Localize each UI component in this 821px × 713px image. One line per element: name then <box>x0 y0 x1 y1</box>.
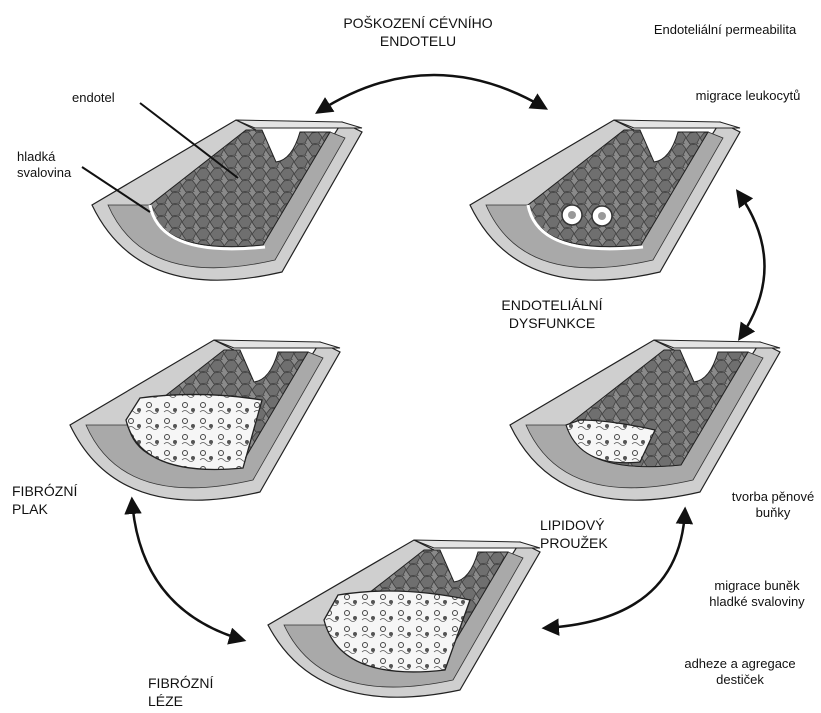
arrow-top <box>318 75 545 112</box>
label-endothelial-dysfunction: ENDOTELIÁLNÍ DYSFUNKCE <box>492 296 612 332</box>
arrow-left <box>132 500 243 640</box>
label-fibrous-plaque: FIBRÓZNÍ PLAK <box>12 482 77 518</box>
vessel-fibrous-plaque <box>70 340 340 500</box>
label-foam-cell-formation: tvorba pěnové buňky <box>728 489 818 521</box>
vessel-fatty-streak <box>510 340 780 500</box>
vessel-fibrous-lesion <box>268 540 540 697</box>
label-platelet-adhesion: adheze a agregace destiček <box>665 656 815 688</box>
label-smooth-muscle: hladká svalovina <box>17 149 71 181</box>
arrow-right-upper <box>738 192 765 338</box>
vessel-leukocyte-migration <box>470 120 740 280</box>
label-fatty-streak: LIPIDOVÝ PROUŽEK <box>540 516 608 552</box>
label-leukocyte-migration: migrace leukocytů <box>683 88 813 104</box>
label-smc-migration: migrace buněk hladké svaloviny <box>693 578 821 610</box>
label-fibrous-lesion: FIBRÓZNÍ LÉZE <box>148 674 213 710</box>
label-endothelial-permeability: Endoteliální permeabilita <box>640 22 810 38</box>
label-endothelial-injury: POŠKOZENÍ CÉVNÍHO ENDOTELU <box>338 14 498 50</box>
label-endothelium: endotel <box>72 90 115 106</box>
